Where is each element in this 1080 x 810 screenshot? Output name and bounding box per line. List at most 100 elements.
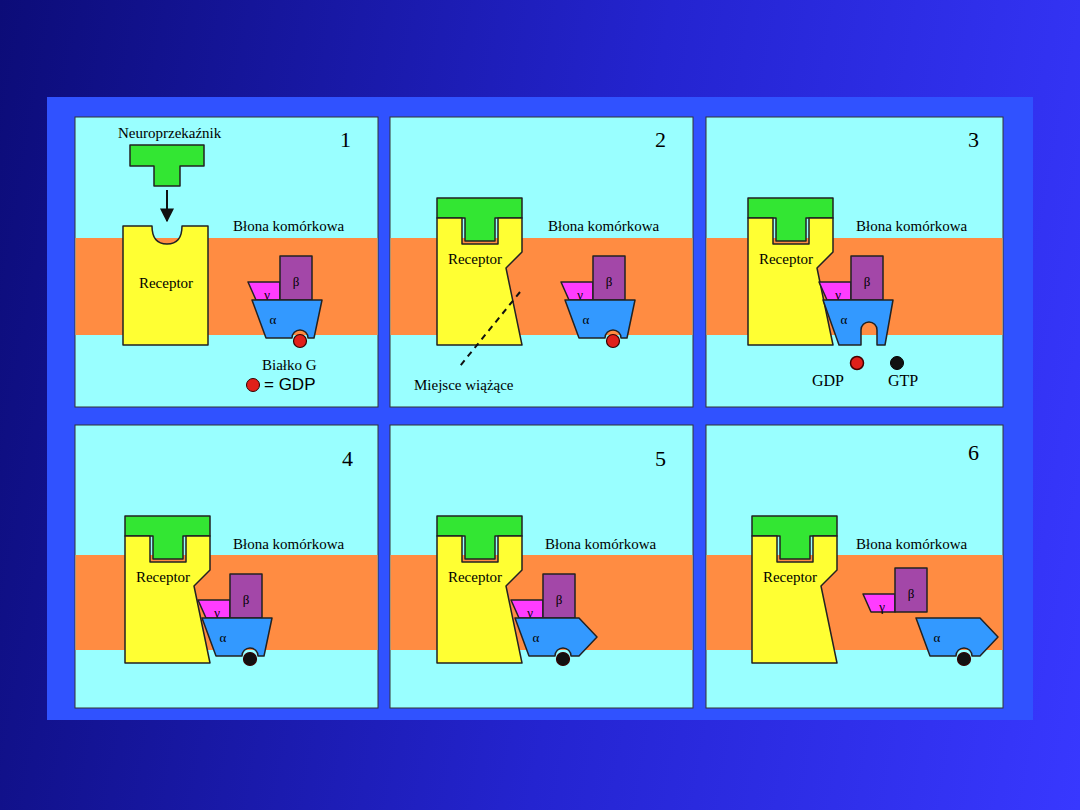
beta-subunit-outline [543,574,575,618]
beta-subunit-label: β [293,275,300,288]
panel [75,117,378,407]
panel-number: 1 [340,127,351,152]
legend-swatch [246,378,260,392]
beta-subunit-outline [593,256,625,300]
label-anchor: Błona komórkowa [545,535,656,553]
gamma-subunit: γ [819,282,851,300]
leader-line [460,292,520,366]
caption-label: GTP [888,372,918,390]
caption-label: Neuroprzekaźnik [118,125,221,142]
receptor-label: Receptor [448,570,502,585]
receptor-shape [752,536,837,663]
caption-label: Błona komórkowa [545,536,656,553]
neurotransmitters [125,145,837,559]
receptor-outline [125,536,210,663]
beta-subunit: β [280,256,312,300]
caption-label: GDP [812,372,844,390]
beta-subunit-outline [851,256,883,300]
gamma-subunit-label: γ [835,288,841,301]
gamma-subunit: γ [863,594,895,612]
panel [390,117,693,407]
beta-subunit-outline [230,574,262,618]
beta-subunit: β [593,256,625,300]
nucleotide-dot [557,653,570,666]
receptor: Receptor [752,536,837,663]
gamma-subunit-outline [198,600,230,618]
panel [390,425,693,708]
label-anchor: Białko G [262,356,317,374]
gamma-subunit-shape [863,594,895,612]
caption-label: Miejsce wiążące [414,377,514,394]
receptor-shape [437,218,522,345]
panel [706,117,1003,407]
receptor-outline [437,536,522,663]
alpha-subunit-shape [252,300,322,338]
receptor: Receptor [125,536,210,663]
receptor-label: Receptor [136,570,190,585]
nucleotide-dot [244,653,257,666]
gamma-subunit-outline [863,594,895,612]
caption-label: Błona komórkowa [233,218,344,235]
alpha-subunit: α [565,300,635,338]
alpha-subunit: α [823,300,893,345]
beta-subunit-label: β [606,275,613,288]
gamma-subunit-shape [198,600,230,618]
receptor-outline [752,536,837,663]
beta-subunit: β [543,574,575,618]
panel-number: 6 [968,440,979,465]
label-anchor: Błona komórkowa [548,217,659,235]
label-anchor: Błona komórkowa [856,217,967,235]
alpha-subunit: α [515,618,597,656]
cell-membrane [76,238,378,335]
gamma-subunit-shape [561,282,593,300]
legend-text: = GDP [264,375,316,395]
alpha-subunit-outline [565,300,635,338]
gamma-subunit-label: γ [577,288,583,301]
alpha-subunit-label: α [583,313,590,326]
gamma-subunit-outline [561,282,593,300]
nucleotide-dot [607,335,620,348]
receptor: Receptor [437,218,522,345]
beta-subunit-outline [280,256,312,300]
nucleotide-dot [958,653,971,666]
beta-subunit-label: β [243,593,250,606]
label-anchor: Neuroprzekaźnik [118,124,221,142]
label-anchor: 6 [968,440,979,465]
gamma-subunit-label: γ [879,600,885,613]
label-anchor: Miejsce wiążące [414,376,514,394]
caption-label: Błona komórkowa [233,536,344,553]
gamma-subunit-outline [248,282,280,300]
caption-label: Błona komórkowa [856,218,967,235]
gamma-subunit-label: γ [527,606,533,619]
panel [706,425,1003,708]
panel-number: 3 [968,127,979,152]
receptor-label: Receptor [139,276,193,291]
alpha-subunit-shape [515,618,597,656]
cell-membrane [391,238,693,335]
gamma-subunit-label: γ [264,288,270,301]
beta-subunit: β [230,574,262,618]
receptor: Receptor [123,226,208,345]
label-anchor: 4 [342,446,353,471]
alpha-subunit-shape [202,618,272,656]
gamma-subunit-shape [248,282,280,300]
alpha-subunit-shape [916,618,998,656]
alpha-subunit-outline [916,618,998,656]
alpha-subunit: α [916,618,998,656]
panel-number: 4 [342,446,353,471]
gamma-subunit-label: γ [214,606,220,619]
beta-subunit-label: β [908,587,915,600]
label-anchor: 5 [655,446,666,471]
panels [75,117,1003,708]
receptor: Receptor [437,536,522,663]
gamma-subunit-shape [819,282,851,300]
gamma-subunit-outline [819,282,851,300]
gamma-subunit: γ [198,600,230,618]
label-anchor: Błona komórkowa [233,535,344,553]
alpha-subunit-label: α [934,631,941,644]
label-anchor: GDP [812,372,844,390]
receptor-label: Receptor [448,252,502,267]
beta-subunit-label: β [556,593,563,606]
